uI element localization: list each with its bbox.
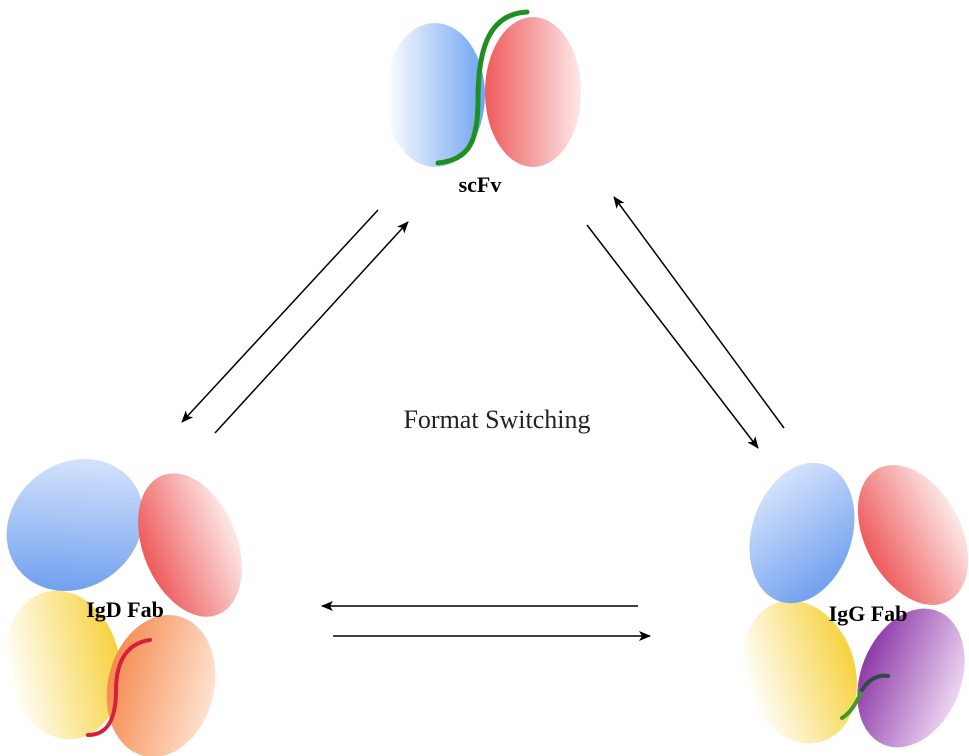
- igg-cl-domain: [743, 600, 857, 744]
- arrow-scfv-to-igd: [181, 209, 379, 423]
- scfv-vl-domain: [485, 17, 581, 167]
- arrow-igg-to-scfv: [613, 196, 785, 429]
- format-switching-label: Format Switching: [403, 405, 590, 434]
- igd-vh-domain: [6, 459, 144, 591]
- igd-fab-molecule: [5, 459, 242, 756]
- scfv-label: scFv: [459, 172, 502, 197]
- scfv-linker: [435, 9, 530, 166]
- igd-fab-label: IgD Fab: [86, 597, 164, 622]
- igg-hinge-dark: [860, 673, 890, 692]
- arrow-scfv-to-igg: [586, 224, 759, 449]
- igg-hinge-green: [840, 688, 864, 720]
- igg-ch1-domain: [857, 608, 965, 748]
- igg-fab-molecule: [743, 462, 969, 748]
- igg-vl-domain: [857, 465, 969, 605]
- scfv-molecule: [385, 9, 581, 167]
- igd-ch1-domain: [106, 614, 216, 756]
- igg-fab-label: IgG Fab: [829, 601, 908, 626]
- arrow-igd-to-scfv: [214, 221, 409, 434]
- scfv-vh-domain: [385, 23, 485, 167]
- igd-cl-domain: [5, 590, 121, 740]
- igg-vh-domain: [749, 462, 855, 604]
- equilibrium-arrows: [181, 196, 785, 641]
- igd-vl-domain: [138, 473, 242, 617]
- igd-hinge: [86, 638, 152, 737]
